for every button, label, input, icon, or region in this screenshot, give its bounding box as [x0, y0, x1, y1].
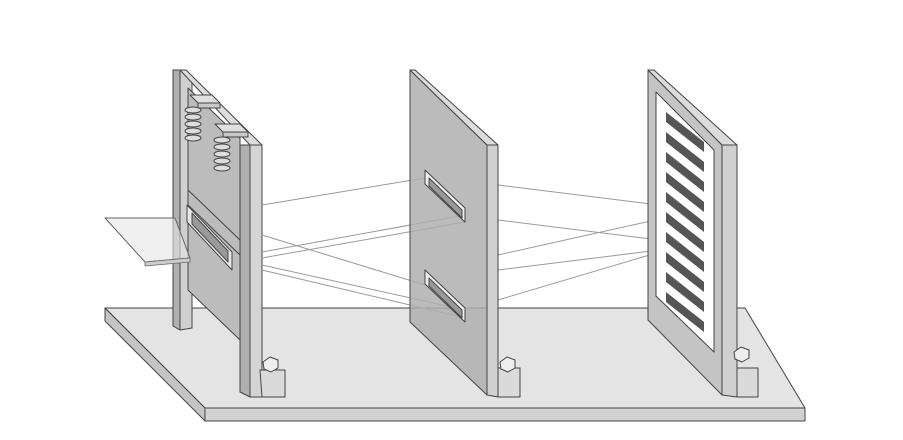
glass-plate — [104, 217, 191, 263]
fringe-stripe — [666, 192, 704, 232]
fringe-stripe — [666, 292, 704, 332]
bolt-icon — [733, 346, 750, 363]
fringe-stripe — [666, 272, 704, 312]
fringe-stripe — [666, 232, 704, 272]
fringe-stripe — [666, 252, 704, 292]
fringe-stripe — [666, 112, 704, 152]
interference-fringes — [666, 112, 704, 332]
fringe-stripe — [666, 172, 704, 212]
screen-panel — [647, 69, 759, 398]
bolt-icon — [262, 356, 279, 373]
double-slit-panel — [409, 69, 521, 398]
fringe-stripe — [666, 212, 704, 252]
bolt-icon — [499, 356, 516, 373]
fringe-stripe — [666, 132, 704, 172]
spring-icon — [184, 106, 231, 172]
fringe-stripe — [666, 152, 704, 192]
